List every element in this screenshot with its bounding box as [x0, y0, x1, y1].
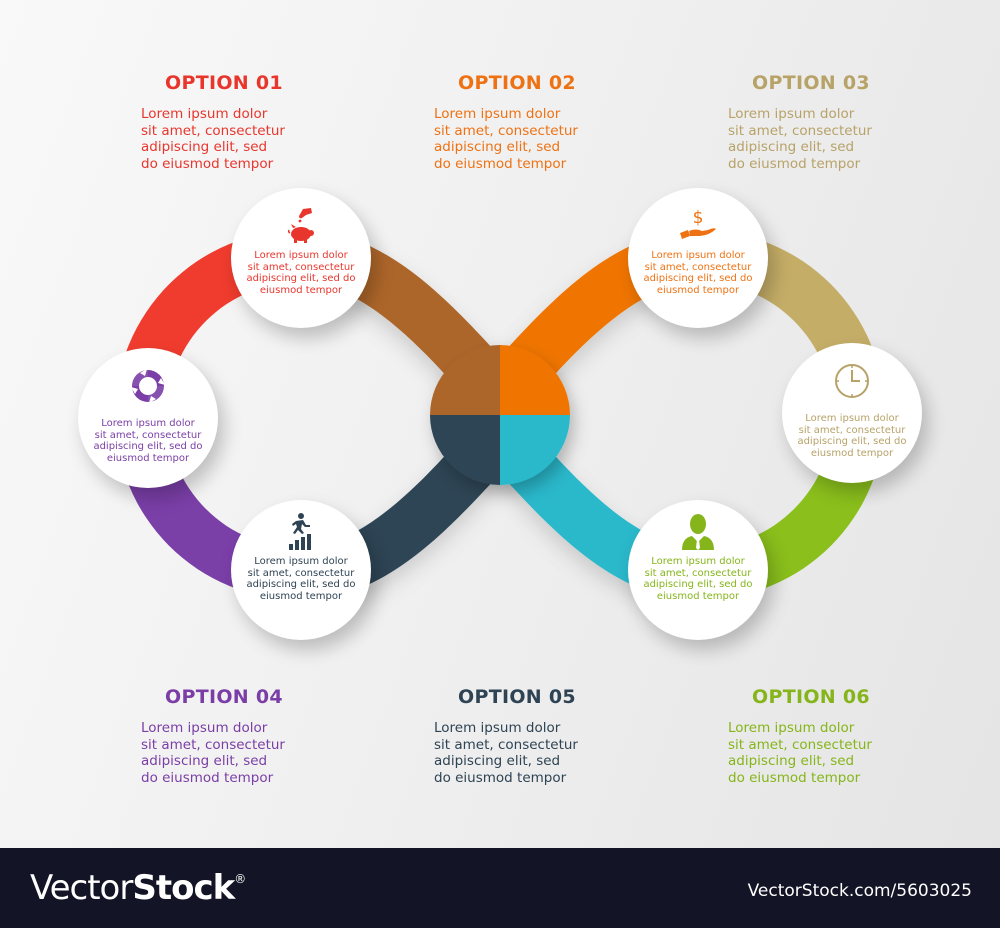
bubble-text: Lorem ipsum dolor sit amet, consectetur … — [792, 413, 912, 459]
bubble-option-05: Lorem ipsum dolor sit amet, consectetur … — [231, 500, 371, 640]
logo-light-text: Vector — [30, 868, 133, 908]
bubble-line: Lorem ipsum dolor — [651, 556, 745, 567]
desc-line: adipiscing elit, sed — [728, 139, 855, 155]
desc-line: adipiscing elit, sed — [141, 753, 268, 769]
clock-icon — [835, 364, 869, 398]
bubble-option-01: Lorem ipsum dolor sit amet, consectetur … — [231, 188, 371, 328]
bubble-text: Lorem ipsum dolor sit amet, consectetur … — [241, 556, 361, 602]
bubble-text: Lorem ipsum dolor sit amet, consectetur … — [638, 556, 758, 602]
bubble-line: sit amet, consectetur — [644, 567, 752, 579]
hub-quarter-brown — [430, 345, 500, 415]
option-description: Lorem ipsum dolor sit amet, consectetur … — [141, 106, 381, 172]
desc-line: Lorem ipsum dolor — [141, 106, 268, 122]
option-title: OPTION 06 — [752, 686, 870, 708]
hub-quarter-cyan — [500, 415, 570, 485]
desc-line: sit amet, consectetur — [141, 122, 285, 139]
option-title: OPTION 03 — [752, 72, 870, 94]
bubble-line: eiusmod tempor — [656, 284, 740, 296]
desc-line: do eiusmod tempor — [434, 769, 567, 786]
image-url: VectorStock.com/5603025 — [747, 881, 972, 901]
bubble-line: sit amet, consectetur — [94, 429, 202, 441]
dollar-hand-icon: $ — [680, 208, 716, 239]
bubble-line: eiusmod tempor — [259, 284, 343, 296]
bubble-line: sit amet, consectetur — [644, 261, 752, 273]
bubble-line: adipiscing elit, sed do — [797, 436, 907, 447]
option-03: OPTION 03 Lorem ipsum dolor sit amet, co… — [728, 72, 968, 172]
option-title: OPTION 04 — [165, 686, 283, 708]
infinity-infographic: OPTION 01 Lorem ipsum dolor sit amet, co… — [78, 72, 968, 786]
option-title: OPTION 01 — [165, 72, 283, 94]
refresh-cycle-icon — [131, 369, 165, 403]
bubble-text: Lorem ipsum dolor sit amet, consectetur … — [88, 418, 208, 464]
option-title: OPTION 02 — [458, 72, 576, 94]
bubble-option-02: $ Lorem ipsum dolor sit amet, consectetu… — [628, 188, 768, 328]
bubble-line: adipiscing elit, sed do — [643, 579, 753, 590]
bubble-option-06: Lorem ipsum dolor sit amet, consectetur … — [628, 500, 768, 640]
bubble-line: eiusmod tempor — [656, 590, 740, 602]
option-02: OPTION 02 Lorem ipsum dolor sit amet, co… — [434, 72, 674, 172]
growth-runner-icon — [289, 513, 311, 550]
vectorstock-logo: VectorStock® — [30, 868, 246, 908]
bubble-line: Lorem ipsum dolor — [651, 250, 745, 261]
logo-bold-text: Stock — [132, 868, 235, 908]
desc-line: do eiusmod tempor — [728, 769, 861, 786]
option-description: Lorem ipsum dolor sit amet, consectetur … — [728, 720, 968, 786]
bubble-line: sit amet, consectetur — [247, 567, 355, 579]
desc-line: sit amet, consectetur — [141, 736, 285, 753]
desc-line: sit amet, consectetur — [728, 736, 872, 753]
businessman-icon — [682, 514, 714, 550]
desc-line: Lorem ipsum dolor — [434, 720, 561, 736]
desc-line: sit amet, consectetur — [728, 122, 872, 139]
bubble-line: sit amet, consectetur — [798, 424, 906, 436]
watermark-footer: VectorStock® VectorStock.com/5603025 — [0, 848, 1000, 928]
bubble-option-03: Lorem ipsum dolor sit amet, consectetur … — [782, 343, 922, 483]
option-description: Lorem ipsum dolor sit amet, consectetur … — [434, 106, 674, 172]
desc-line: adipiscing elit, sed — [728, 753, 855, 769]
desc-line: sit amet, consectetur — [434, 736, 578, 753]
bubble-line: adipiscing elit, sed do — [246, 273, 356, 284]
option-05: OPTION 05 Lorem ipsum dolor sit amet, co… — [434, 686, 674, 786]
desc-line: Lorem ipsum dolor — [728, 106, 855, 122]
desc-line: do eiusmod tempor — [728, 155, 861, 172]
bubble-line: Lorem ipsum dolor — [254, 250, 348, 261]
bubble-line: adipiscing elit, sed do — [93, 441, 203, 452]
desc-line: do eiusmod tempor — [434, 155, 567, 172]
desc-line: adipiscing elit, sed — [434, 139, 561, 155]
svg-text:$: $ — [693, 208, 704, 228]
option-description: Lorem ipsum dolor sit amet, consectetur … — [141, 720, 381, 786]
bubble-line: Lorem ipsum dolor — [254, 556, 348, 567]
bubble-line: eiusmod tempor — [259, 590, 343, 602]
desc-line: Lorem ipsum dolor — [434, 106, 561, 122]
bubble-line: sit amet, consectetur — [247, 261, 355, 273]
option-04: OPTION 04 Lorem ipsum dolor sit amet, co… — [141, 686, 381, 786]
option-01: OPTION 01 Lorem ipsum dolor sit amet, co… — [141, 72, 381, 172]
center-hub — [430, 345, 570, 485]
bubble-option-04: Lorem ipsum dolor sit amet, consectetur … — [78, 348, 218, 488]
option-description: Lorem ipsum dolor sit amet, consectetur … — [434, 720, 674, 786]
desc-line: Lorem ipsum dolor — [728, 720, 855, 736]
registered-mark: ® — [234, 872, 246, 886]
option-title: OPTION 05 — [458, 686, 576, 708]
bubble-line: eiusmod tempor — [106, 452, 190, 464]
hub-quarter-orange — [500, 345, 570, 415]
desc-line: Lorem ipsum dolor — [141, 720, 268, 736]
bubble-line: adipiscing elit, sed do — [643, 273, 753, 284]
desc-line: adipiscing elit, sed — [434, 753, 561, 769]
bubble-text: Lorem ipsum dolor sit amet, consectetur … — [638, 250, 758, 296]
option-description: Lorem ipsum dolor sit amet, consectetur … — [728, 106, 968, 172]
bubble-line: eiusmod tempor — [810, 447, 894, 459]
desc-line: do eiusmod tempor — [141, 769, 274, 786]
bubble-line: Lorem ipsum dolor — [805, 413, 899, 424]
desc-line: adipiscing elit, sed — [141, 139, 268, 155]
bubble-line: Lorem ipsum dolor — [101, 418, 195, 429]
piggy-bank-icon — [287, 208, 314, 243]
hub-quarter-navy — [430, 415, 500, 485]
desc-line: sit amet, consectetur — [434, 122, 578, 139]
bubble-line: adipiscing elit, sed do — [246, 579, 356, 590]
bubble-text: Lorem ipsum dolor sit amet, consectetur … — [241, 250, 361, 296]
option-06: OPTION 06 Lorem ipsum dolor sit amet, co… — [728, 686, 968, 786]
desc-line: do eiusmod tempor — [141, 155, 274, 172]
